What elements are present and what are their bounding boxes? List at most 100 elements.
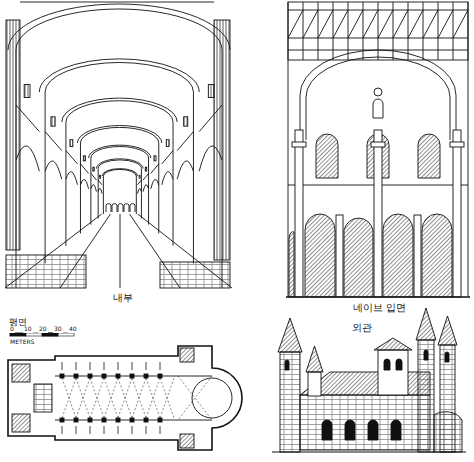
exterior-view <box>272 308 466 452</box>
truss-post <box>453 2 454 60</box>
nave-wall <box>300 395 430 450</box>
truss-brace <box>318 10 333 38</box>
pier <box>88 374 92 378</box>
pier <box>60 374 64 378</box>
transverse-arch <box>16 9 222 50</box>
pier-line <box>222 50 223 288</box>
vault-line <box>62 378 76 418</box>
vault-line <box>160 378 174 418</box>
view-label: 외관 <box>351 322 373 333</box>
transverse-arch <box>89 145 151 158</box>
truss-post <box>363 2 364 60</box>
transverse-arch <box>8 4 230 50</box>
truss-brace <box>348 10 363 38</box>
arcade-arch <box>16 146 39 171</box>
pier-line <box>16 50 17 288</box>
pier <box>158 418 162 422</box>
roof-truss <box>288 2 468 60</box>
floor-line <box>60 214 110 288</box>
gallery-line <box>177 132 193 151</box>
truss-brace <box>288 10 303 38</box>
clerestory-window <box>83 156 85 161</box>
transverse-arch <box>102 169 138 176</box>
truss-brace <box>408 10 423 38</box>
pier-line <box>141 169 142 219</box>
buttress <box>118 362 119 370</box>
view-label: 네이브 입면 <box>352 302 407 313</box>
apse-arch <box>112 204 117 212</box>
pier-line <box>80 143 81 233</box>
transverse-arch <box>66 101 173 122</box>
arcade-arch <box>138 188 142 193</box>
truss-brace <box>438 10 453 38</box>
gallery-line <box>80 164 88 174</box>
truss-brace <box>453 10 468 38</box>
buttress <box>160 362 161 370</box>
perspective-lines <box>5 2 232 288</box>
pier <box>74 374 78 378</box>
transverse-arch <box>45 62 193 92</box>
gallery-line <box>66 151 78 164</box>
pier <box>60 418 64 422</box>
crossing-tower <box>378 350 408 395</box>
buttress <box>90 362 91 370</box>
truss-post <box>318 2 319 60</box>
pier-line <box>173 122 174 246</box>
scale-unit: METERS <box>9 339 35 346</box>
buttress <box>62 362 63 370</box>
buttress <box>76 426 77 434</box>
truss-post <box>438 2 439 60</box>
clerestory-window <box>93 167 94 171</box>
arcade-arch <box>45 161 62 179</box>
buttress <box>104 362 105 370</box>
scale-number: 0 <box>9 326 15 333</box>
pier <box>88 418 92 422</box>
pier <box>116 374 120 378</box>
buttress <box>146 426 147 434</box>
clerestory-window <box>208 85 214 98</box>
west-tower <box>280 352 300 452</box>
arcade-arch <box>80 179 88 189</box>
arcade <box>289 214 452 297</box>
pier <box>130 418 134 422</box>
view-label: 내부 <box>112 292 134 303</box>
truss-post <box>348 2 349 60</box>
truss-post <box>408 2 409 60</box>
vault-line <box>104 378 118 418</box>
transverse-arch <box>103 169 136 176</box>
transverse-arch <box>80 127 158 143</box>
gallery-line <box>199 105 222 132</box>
truss-post <box>423 2 424 60</box>
gallery-line <box>98 180 102 185</box>
transverse-arch <box>62 98 177 122</box>
truss-post <box>468 2 469 60</box>
arcade-arch <box>162 172 173 185</box>
nave-roof <box>300 372 430 395</box>
truss-members <box>288 2 468 60</box>
pier <box>74 418 78 422</box>
scale-number: 40 <box>68 326 78 333</box>
gallery-line <box>45 132 62 151</box>
floor-line <box>138 214 232 288</box>
truss-brace <box>303 10 318 38</box>
clerestory-window <box>154 156 156 161</box>
arcade-arch <box>177 161 193 179</box>
transverse-arch <box>300 50 456 140</box>
buttress <box>76 362 77 370</box>
pier <box>116 418 120 422</box>
nave-elevation <box>286 2 470 297</box>
transverse-arch <box>39 59 199 92</box>
clerestory-window <box>24 85 30 98</box>
clerestory-window <box>99 175 101 178</box>
truss-brace <box>333 10 348 38</box>
floor-line <box>130 214 180 288</box>
pier-line <box>136 176 137 214</box>
gallery-line <box>151 164 159 174</box>
arcade-arch <box>143 185 148 192</box>
scale-number: 30 <box>53 326 63 333</box>
clerestory-window <box>51 117 55 126</box>
truss-brace <box>363 10 378 38</box>
arcade-arch <box>98 188 102 193</box>
vault-line <box>132 378 146 418</box>
pier <box>6 20 20 250</box>
